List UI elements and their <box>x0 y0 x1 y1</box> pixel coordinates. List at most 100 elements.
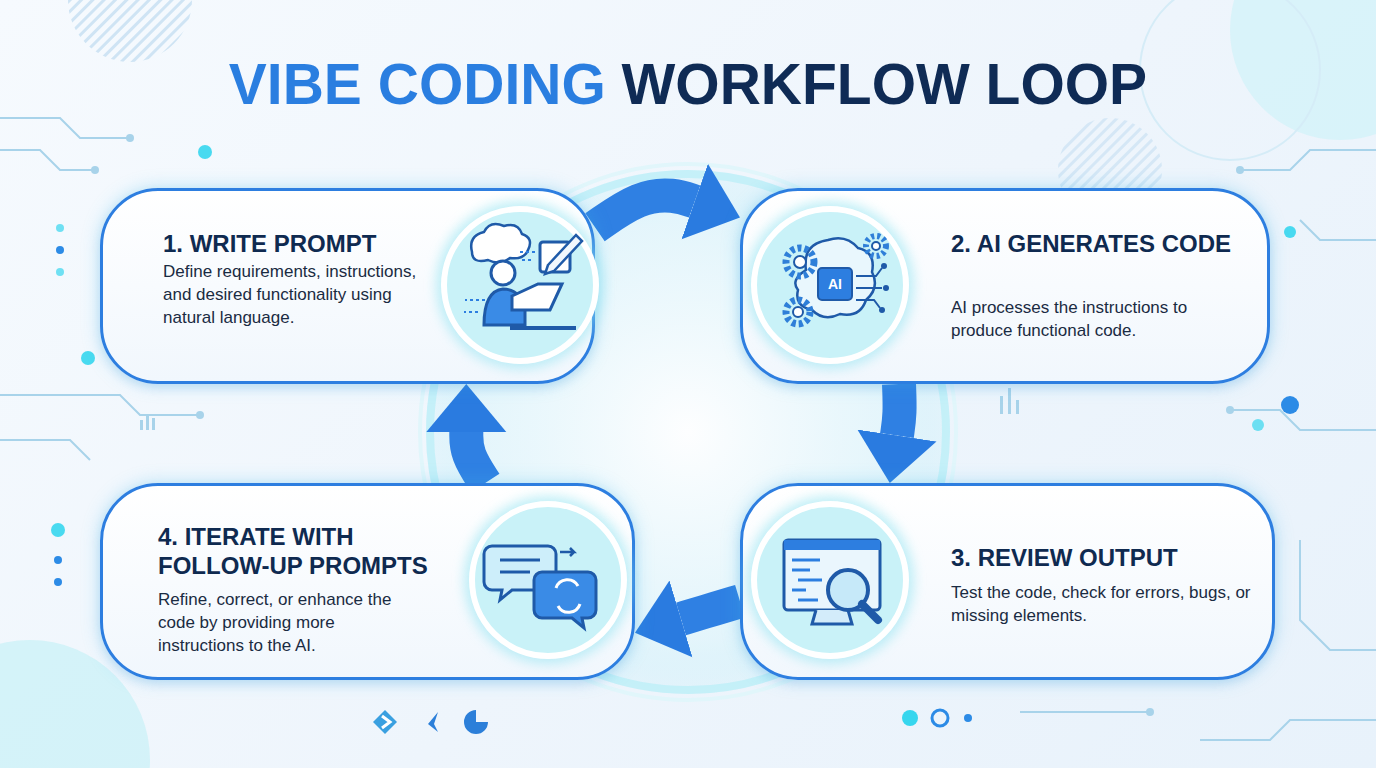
glow-dot <box>56 246 64 254</box>
badge-glow <box>746 201 914 369</box>
loop-arrow <box>681 601 740 619</box>
step-description: AI processes the instructions to produce… <box>951 296 1219 342</box>
laptop-base <box>510 326 576 330</box>
step-description: Test the code, check for errors, bugs, o… <box>951 581 1266 627</box>
circuit-line <box>1300 220 1376 240</box>
bar <box>140 420 143 430</box>
icon-badge-2 <box>746 201 914 369</box>
step-description: Refine, correct, or enhance the code by … <box>158 588 408 657</box>
corner-blob <box>0 640 150 768</box>
person-body <box>484 289 525 325</box>
code-lines <box>792 560 822 600</box>
swap-arrow <box>560 548 574 556</box>
badge-circle <box>754 504 906 656</box>
ai-chip <box>818 268 852 300</box>
gear <box>866 236 886 256</box>
circuit-node <box>196 411 204 419</box>
badge-glow <box>436 201 604 369</box>
brain-outline <box>795 238 875 317</box>
circuit-line <box>0 395 200 415</box>
process-box: 3. REVIEW OUTPUT Test the code, check for… <box>740 483 1275 680</box>
circuit-line <box>1200 720 1376 740</box>
magnifier-lens <box>828 570 868 610</box>
center-ring <box>420 164 956 700</box>
circuit-node <box>1236 166 1244 174</box>
bar <box>1008 388 1011 414</box>
diamond-glyph-mark <box>382 716 390 728</box>
dash-lines <box>520 252 538 260</box>
icon-badge-1 <box>436 201 604 369</box>
pencil <box>545 235 582 274</box>
circuit-line <box>0 440 90 460</box>
corner-blob <box>1230 0 1376 140</box>
glow-dots <box>51 145 1299 726</box>
icon-badge-4 <box>464 496 632 664</box>
circuit-node <box>126 134 134 142</box>
circuit-line <box>1300 540 1376 650</box>
gear-hub <box>794 256 806 268</box>
glow-dot <box>198 145 212 159</box>
circuit-nodes <box>91 134 1244 716</box>
gear-hub <box>872 242 880 250</box>
hatched-circle <box>1058 118 1162 222</box>
badge-circle <box>472 504 624 656</box>
process-box: 1. WRITE PROMPTDefine requirements, inst… <box>100 188 595 384</box>
chat-bubble <box>484 546 556 600</box>
circuit-node <box>91 166 99 174</box>
circuit-line <box>1230 410 1376 430</box>
person-head <box>491 261 515 285</box>
circuit-line <box>0 118 130 138</box>
chat-bubble <box>534 572 596 628</box>
icon-badge-3 <box>746 496 914 664</box>
process-box: 2. AI GENERATES CODEAI processes the ins… <box>740 188 1270 384</box>
glow-dot <box>1252 419 1264 431</box>
loop-arrow <box>897 384 900 436</box>
gear-hub <box>793 307 803 317</box>
glow-dot <box>81 351 95 365</box>
monitor <box>784 540 880 610</box>
glow-dot <box>54 578 62 586</box>
badge-circle <box>754 209 906 361</box>
notepad <box>540 242 570 272</box>
badge-glow <box>746 496 914 664</box>
gear <box>786 300 810 324</box>
title-row: VIBE CODING WORKFLOW LOOP <box>0 50 1376 118</box>
center-ring <box>430 174 946 690</box>
glow-dot <box>56 224 64 232</box>
loop-arrow <box>466 432 485 483</box>
glow-dot <box>51 523 65 537</box>
glow-dot <box>902 710 918 726</box>
circuit-traces <box>856 268 882 308</box>
step-heading: 4. ITERATE WITH FOLLOW-UP PROMPTS <box>158 522 468 580</box>
magnifier-handle <box>862 604 878 620</box>
thought-cloud <box>471 224 530 263</box>
gear <box>786 248 814 276</box>
diamond-glyph <box>373 710 397 734</box>
laptop <box>512 284 562 310</box>
chat-lines <box>500 560 540 572</box>
circuit-node <box>1226 406 1234 414</box>
circuit-lines <box>0 118 1376 740</box>
process-box: 4. ITERATE WITH FOLLOW-UP PROMPTS Refine,… <box>100 483 635 680</box>
dash-lines <box>464 300 485 312</box>
badge-circle <box>444 209 596 361</box>
circuit-line <box>0 150 95 170</box>
glow-dot <box>964 714 972 722</box>
monitor-bar <box>784 540 880 550</box>
monitor-stand <box>812 610 852 624</box>
circuit-line <box>1020 711 1150 713</box>
deco-ring <box>1140 0 1320 160</box>
bar <box>1000 396 1003 414</box>
diagram-title: VIBE CODING WORKFLOW LOOP <box>229 50 1147 118</box>
glow-ring <box>932 710 948 726</box>
circuit-node <box>1146 708 1154 716</box>
center-glow <box>426 170 950 694</box>
circuit-line <box>1240 150 1376 170</box>
step-heading: 3. REVIEW OUTPUT <box>951 543 1251 572</box>
bar <box>152 418 155 430</box>
